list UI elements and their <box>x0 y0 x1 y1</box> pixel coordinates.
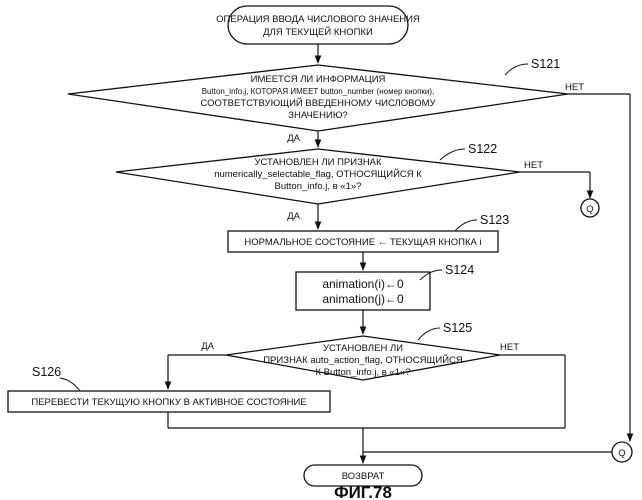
s124-text-line2: animation(j)←0 <box>322 292 404 306</box>
connector-q-lower: Q <box>612 442 632 462</box>
process-s124: animation(i)←0 animation(j)←0 <box>296 272 430 310</box>
s122-text-line3: Button_info.j, в «1»? <box>275 181 362 192</box>
s125-text-line1: УСТАНОВЛЕН ЛИ <box>323 343 403 354</box>
s125-step-label: S125 <box>443 321 472 335</box>
s121-yes-label: ДА <box>287 133 300 144</box>
s125-text-line2: ПРИЗНАК auto_action_flag, ОТНОСЯЩИЙСЯ <box>263 354 463 366</box>
connector-q-upper-text: Q <box>586 204 593 215</box>
s125-text-line3: К Button_info.j, в «1»? <box>315 367 410 378</box>
s126-text: ПЕРЕВЕСТИ ТЕКУЩУЮ КНОПКУ В АКТИВНОЕ СОСТ… <box>31 397 306 408</box>
s126-step-label: S126 <box>32 365 61 379</box>
s121-text-line4: ЗНАЧЕНИЮ? <box>288 110 347 121</box>
s124-text-line1: animation(i)←0 <box>322 277 404 291</box>
decision-s125: УСТАНОВЛЕН ЛИ ПРИЗНАК auto_action_flag, … <box>226 336 500 380</box>
start-text-line2: ДЛЯ ТЕКУЩЕЙ КНОПКИ <box>263 26 373 38</box>
s123-text: НОРМАЛЬНОЕ СОСТОЯНИЕ ← ТЕКУЩАЯ КНОПКА i <box>244 237 481 248</box>
connector-q-lower-text: Q <box>618 448 625 459</box>
s121-step-label: S121 <box>531 57 560 71</box>
s121-no-label: НЕТ <box>565 82 584 93</box>
s123-step-label: S123 <box>480 213 509 227</box>
end-text: ВОЗВРАТ <box>342 471 385 482</box>
s122-no-label: НЕТ <box>524 160 543 171</box>
s122-text-line2: numerically_selectable_flag, ОТНОСЯЩИЙСЯ… <box>214 168 422 180</box>
s122-step-label: S122 <box>468 142 497 156</box>
s121-text-line1: ИМЕЕТСЯ ЛИ ИНФОРМАЦИЯ <box>251 74 386 85</box>
decision-s121: ИМЕЕТСЯ ЛИ ИНФОРМАЦИЯ Button_info.j, КОТ… <box>68 65 568 131</box>
decision-s122: УСТАНОВЛЕН ЛИ ПРИЗНАК numerically_select… <box>116 149 520 204</box>
start-text-line1: ОПЕРАЦИЯ ВВОДА ЧИСЛОВОГО ЗНАЧЕНИЯ <box>216 14 420 25</box>
figure-label: ФИГ.78 <box>334 483 392 500</box>
start-terminal: ОПЕРАЦИЯ ВВОДА ЧИСЛОВОГО ЗНАЧЕНИЯ ДЛЯ ТЕ… <box>216 6 420 44</box>
s121-text-line2: Button_info.j, КОТОРАЯ ИМЕЕТ button_numb… <box>202 87 435 96</box>
s121-text-line3: СООТВЕТСТВУЮЩИЙ ВВЕДЕННОМУ ЧИСЛОВОМУ <box>200 97 436 109</box>
connector-q-upper: Q <box>581 199 599 217</box>
s124-step-label: S124 <box>445 263 474 277</box>
s122-text-line1: УСТАНОВЛЕН ЛИ ПРИЗНАК <box>254 157 382 168</box>
process-s123: НОРМАЛЬНОЕ СОСТОЯНИЕ ← ТЕКУЩАЯ КНОПКА i <box>228 231 498 252</box>
s125-no-label: НЕТ <box>500 342 519 353</box>
s125-yes-label: ДА <box>201 341 214 352</box>
s122-yes-label: ДА <box>287 211 300 222</box>
process-s126: ПЕРЕВЕСТИ ТЕКУЩУЮ КНОПКУ В АКТИВНОЕ СОСТ… <box>8 391 330 412</box>
